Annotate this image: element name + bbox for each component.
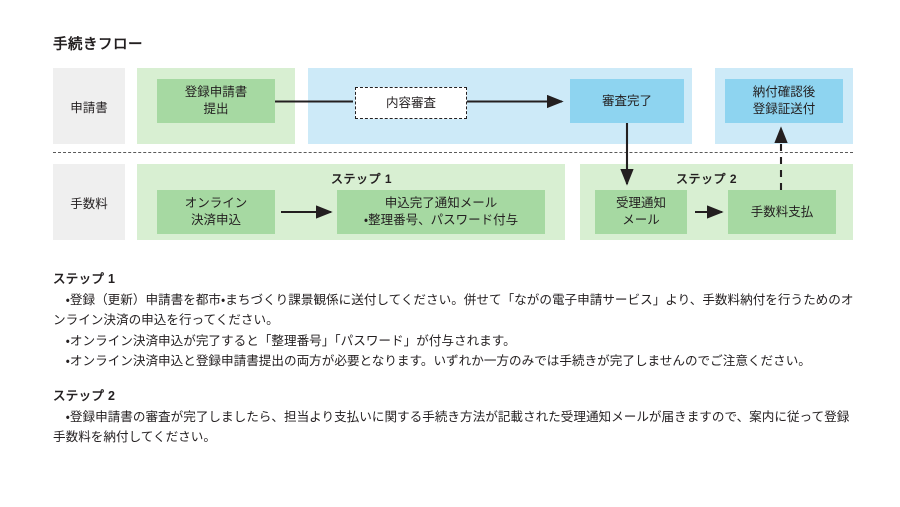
node-content-review[interactable]: 内容審査 <box>355 87 467 119</box>
section-step1-para-1: ・登録（更新）申請書を都市・まちづくり課景観係に送付してください。併せて「ながの… <box>53 293 854 328</box>
row-label-application: 申請書 <box>53 68 125 144</box>
step-tag-1: ステップ 1 <box>331 172 393 186</box>
flow-arrows <box>275 94 788 219</box>
node-acceptance-mail-label: 受理通知 メール <box>615 196 666 227</box>
node-content-review-label: 内容審査 <box>385 95 436 110</box>
section-step1-heading: ステップ 1 <box>53 272 116 286</box>
row-divider <box>53 152 853 153</box>
node-online-payment-apply-label: オンライン 決済申込 <box>184 196 248 227</box>
node-online-payment-apply[interactable]: オンライン 決済申込 <box>157 190 275 234</box>
node-application-complete-mail-label: 申込完了通知メール ・整理番号、パスワード付与 <box>363 196 519 227</box>
page-title: 手続きフロー <box>53 37 143 53</box>
node-fee-payment-label: 手数料支払 <box>750 204 814 219</box>
process-flow-diagram: 申請書 登録申請書 提出 内容審査 審査完了 納付確認後 登録証送付 手数料 ス… <box>53 68 853 240</box>
node-certificate-send[interactable]: 納付確認後 登録証送付 <box>725 79 843 123</box>
node-review-complete[interactable]: 審査完了 <box>570 79 684 123</box>
section-step1-para-3: ・オンライン決済申込と登録申請書提出の両方が必要となります。いずれか一方のみでは… <box>65 354 811 369</box>
section-step2: ステップ 2 ・登録申請書の審査が完了しましたら、担当より支払いに関する手続き方… <box>53 385 858 448</box>
row-label-fee: 手数料 <box>53 164 125 240</box>
node-application-submit[interactable]: 登録申請書 提出 <box>157 79 275 123</box>
step-tag-2: ステップ 2 <box>676 172 738 186</box>
node-application-submit-label: 登録申請書 提出 <box>184 85 248 116</box>
section-step1: ステップ 1 ・登録（更新）申請書を都市・まちづくり課景観係に送付してください。… <box>53 268 858 372</box>
section-step2-para-1: ・登録申請書の審査が完了しましたら、担当より支払いに関する手続き方法が記載された… <box>53 409 850 444</box>
section-step2-heading: ステップ 2 <box>53 388 116 403</box>
node-review-complete-label: 審査完了 <box>601 93 652 108</box>
node-certificate-send-label: 納付確認後 登録証送付 <box>752 85 816 116</box>
node-application-complete-mail[interactable]: 申込完了通知メール ・整理番号、パスワード付与 <box>337 190 545 234</box>
node-acceptance-mail[interactable]: 受理通知 メール <box>595 190 687 234</box>
node-fee-payment[interactable]: 手数料支払 <box>728 190 836 234</box>
description-text: ステップ 1 ・登録（更新）申請書を都市・まちづくり課景観係に送付してください。… <box>53 268 858 460</box>
section-step1-para-2: ・オンライン決済申込が完了すると「整理番号」「パスワード」が付与されます。 <box>65 333 516 348</box>
